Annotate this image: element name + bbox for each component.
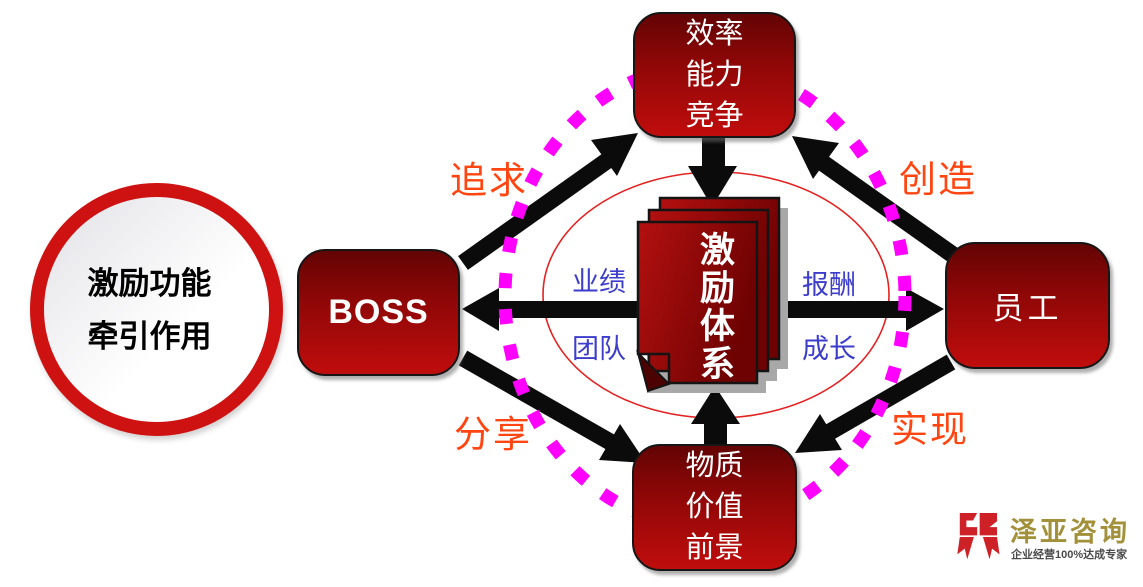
- label-pursue: 追求: [450, 159, 528, 202]
- label-performance: 业绩: [572, 267, 626, 298]
- label-share: 分享: [454, 413, 532, 456]
- left-circle-line2: 牵引作用: [87, 318, 212, 354]
- center-document-title: 激励体系: [695, 231, 734, 383]
- label-team: 团队: [572, 334, 626, 365]
- employee-label: 员工: [992, 291, 1063, 326]
- arrow-boss-to-top: [458, 133, 638, 270]
- bottom-box-line1: 物质: [685, 450, 744, 482]
- boss-label: BOSS: [328, 293, 429, 331]
- arrow-boss-to-bottom: [458, 350, 646, 463]
- employee-box: 员工: [945, 242, 1110, 369]
- arrow-top-to-center: [688, 130, 737, 207]
- logo-name: 泽亚咨询: [1010, 517, 1130, 547]
- logo-tagline: 企业经营100%达成专家: [1011, 549, 1128, 561]
- bottom-box: 物质 价值 前景: [632, 444, 797, 571]
- left-circle-line1: 激励功能: [87, 265, 212, 301]
- boss-box: BOSS: [297, 249, 460, 376]
- label-realize: 实现: [891, 408, 969, 451]
- top-box-line1: 效率: [685, 17, 744, 50]
- label-growth: 成长: [802, 334, 856, 365]
- top-box-line3: 竞争: [685, 99, 744, 132]
- label-reward: 报酬: [802, 270, 856, 301]
- document-stack: [636, 196, 788, 393]
- label-create: 创造: [899, 158, 977, 201]
- logo-mark-icon: [957, 513, 1000, 560]
- left-circle: 激励功能 牵引作用: [30, 183, 283, 436]
- logo: 泽亚咨询 企业经营100%达成专家: [952, 506, 1140, 570]
- bottom-box-line3: 前景: [685, 532, 744, 564]
- bottom-box-line2: 价值: [685, 491, 744, 523]
- top-box-line2: 能力: [685, 58, 744, 91]
- arrow-employee-to-bottom: [795, 354, 956, 453]
- top-box: 效率 能力 竞争: [633, 12, 796, 138]
- document-folded-corner: [636, 349, 671, 393]
